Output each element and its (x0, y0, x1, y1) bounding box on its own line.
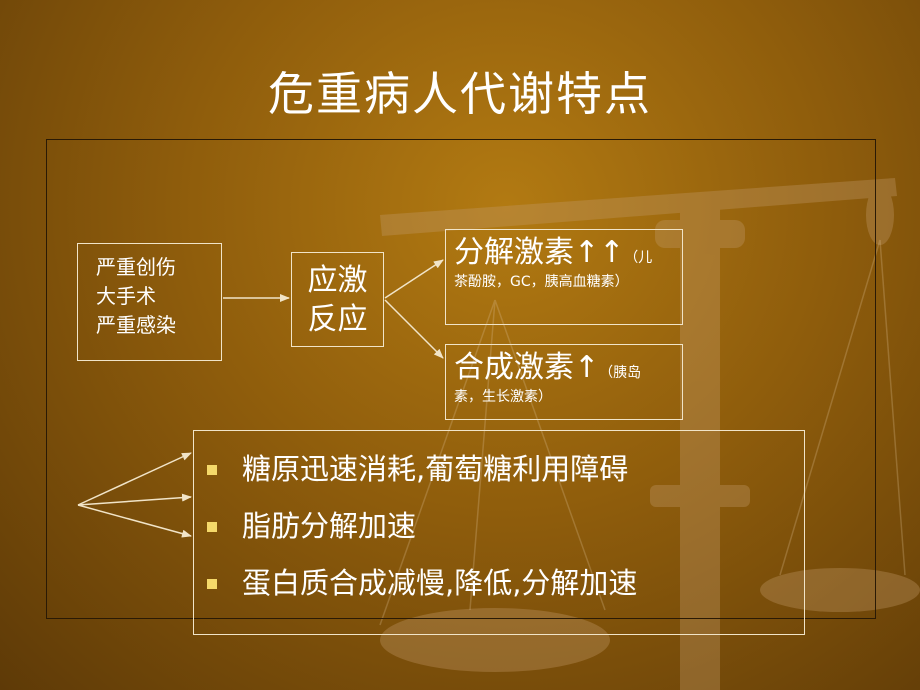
anabolic-hormones-label: 合成激素 (454, 350, 574, 385)
causes-box: 严重创伤 大手术 严重感染 (77, 243, 222, 361)
cause-item: 严重感染 (96, 313, 176, 337)
arrow (384, 299, 444, 359)
arrow (77, 452, 192, 506)
catabolic-hormones-detail: （儿 (624, 250, 653, 266)
bullet-icon (207, 522, 217, 532)
stress-response-line: 应激 (307, 263, 368, 298)
stress-response-box: 应激 反应 (291, 252, 384, 347)
catabolic-hormones-label: 分解激素 (454, 235, 574, 270)
stress-response-line: 反应 (307, 302, 368, 337)
effect-item: 蛋白质合成减慢,降低,分解加速 (194, 555, 804, 612)
cause-item: 大手术 (96, 284, 156, 308)
content-frame (46, 139, 876, 619)
anabolic-hormones-detail: （胰岛 (599, 365, 642, 381)
catabolic-hormones-detail: 茶酚胺，GC，胰高血糖素） (454, 274, 629, 290)
anabolic-hormones-detail: 素，生长激素） (454, 389, 552, 405)
arrow (77, 493, 192, 506)
bullet-icon (207, 579, 217, 589)
increase-arrows: ↑↑ (574, 235, 625, 270)
bullet-icon (207, 465, 217, 475)
page-title: 危重病人代谢特点 (268, 67, 652, 121)
effect-item: 脂肪分解加速 (194, 498, 804, 555)
arrow (384, 259, 444, 299)
metabolic-effects-box: 糖原迅速消耗,葡萄糖利用障碍 脂肪分解加速 蛋白质合成减慢,降低,分解加速 (193, 430, 805, 635)
increase-arrow: ↑ (574, 350, 600, 385)
cause-item: 严重创伤 (96, 255, 176, 279)
anabolic-hormones-box: 合成激素↑（胰岛 素，生长激素） (445, 344, 683, 420)
effect-item: 糖原迅速消耗,葡萄糖利用障碍 (194, 441, 804, 498)
catabolic-hormones-box: 分解激素↑↑（儿 茶酚胺，GC，胰高血糖素） (445, 229, 683, 325)
arrow (77, 504, 192, 538)
